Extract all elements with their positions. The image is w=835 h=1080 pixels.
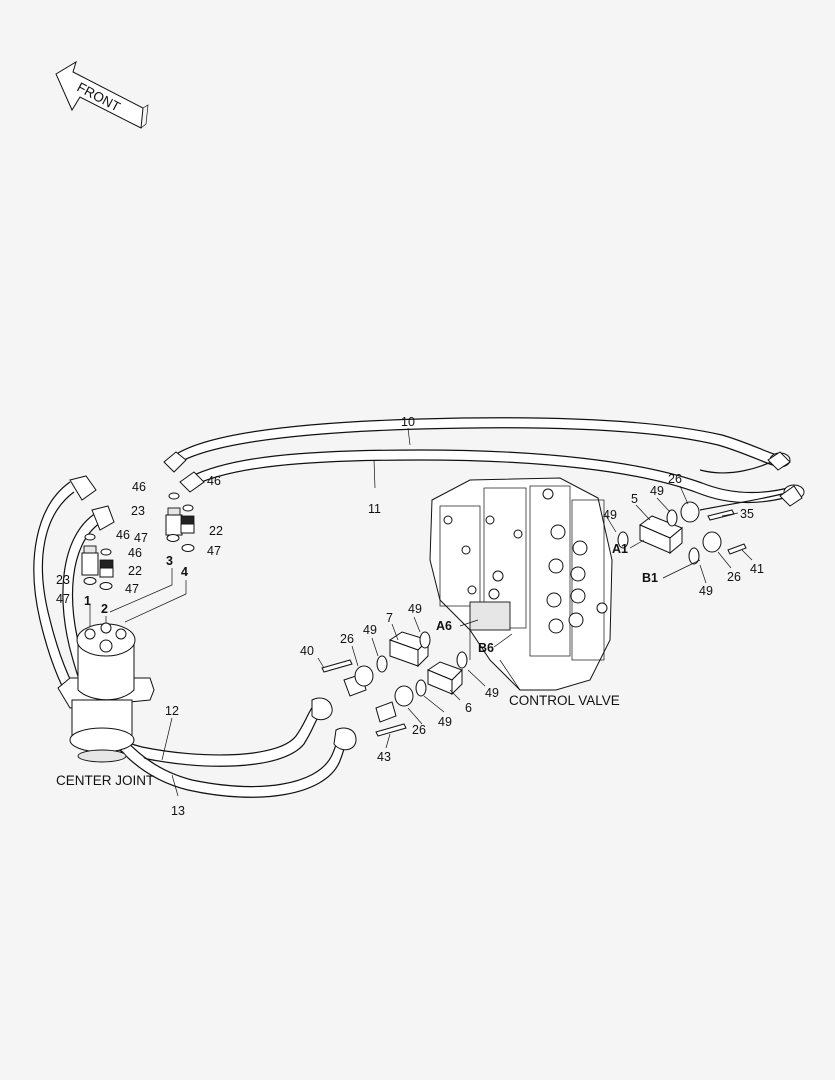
- callout-46: 46: [132, 480, 146, 494]
- callout-10: 10: [401, 415, 415, 429]
- middle-fittings: [109, 492, 195, 623]
- callout-12: 12: [165, 704, 179, 718]
- callout-6: 6: [465, 701, 472, 715]
- front-direction-arrow: FRONT: [55, 60, 149, 129]
- port-b1: B1: [642, 571, 658, 585]
- flanges-and-seals: [321, 501, 747, 737]
- callout-41: 41: [750, 562, 764, 576]
- callout-49: 49: [408, 602, 422, 616]
- callout-labels: 10 11 12 13 46 23 47 46 22 47 3 4 46 46 …: [56, 415, 764, 818]
- callout-49: 49: [363, 623, 377, 637]
- callout-1: 1: [84, 594, 91, 608]
- callout-49: 49: [438, 715, 452, 729]
- callout-23: 23: [56, 573, 70, 587]
- callout-46: 46: [128, 546, 142, 560]
- port-b6: B6: [478, 641, 494, 655]
- left-fittings: [81, 533, 114, 632]
- port-a6: A6: [436, 619, 452, 633]
- callout-47: 47: [134, 531, 148, 545]
- callout-4: 4: [181, 565, 188, 579]
- leader-lines: [161, 427, 753, 797]
- callout-5: 5: [631, 492, 638, 506]
- center-joint: [57, 622, 155, 763]
- callout-26: 26: [727, 570, 741, 584]
- callout-47: 47: [56, 592, 70, 606]
- callout-7: 7: [386, 611, 393, 625]
- callout-47: 47: [125, 582, 139, 596]
- control-valve-caption: CONTROL VALVE: [509, 693, 620, 708]
- callout-35: 35: [740, 507, 754, 521]
- hose-fittings: [69, 451, 805, 751]
- callout-13: 13: [171, 804, 185, 818]
- callout-46: 46: [207, 474, 221, 488]
- callout-11: 11: [368, 502, 381, 516]
- callout-26: 26: [412, 723, 426, 737]
- port-a1: A1: [612, 542, 628, 556]
- callout-3: 3: [166, 554, 173, 568]
- callout-47: 47: [207, 544, 221, 558]
- callout-22: 22: [209, 524, 223, 538]
- callout-46: 46: [116, 528, 130, 542]
- callout-26: 26: [668, 472, 682, 486]
- callout-26: 26: [340, 632, 354, 646]
- callout-2: 2: [101, 602, 108, 616]
- callout-49: 49: [650, 484, 664, 498]
- callout-49: 49: [603, 508, 617, 522]
- control-valve: [429, 477, 613, 691]
- callout-23: 23: [131, 504, 145, 518]
- callout-40: 40: [300, 644, 314, 658]
- callout-43: 43: [377, 750, 391, 764]
- callout-22: 22: [128, 564, 142, 578]
- center-joint-caption: CENTER JOINT: [56, 773, 154, 788]
- callout-49: 49: [699, 584, 713, 598]
- callout-49: 49: [485, 686, 499, 700]
